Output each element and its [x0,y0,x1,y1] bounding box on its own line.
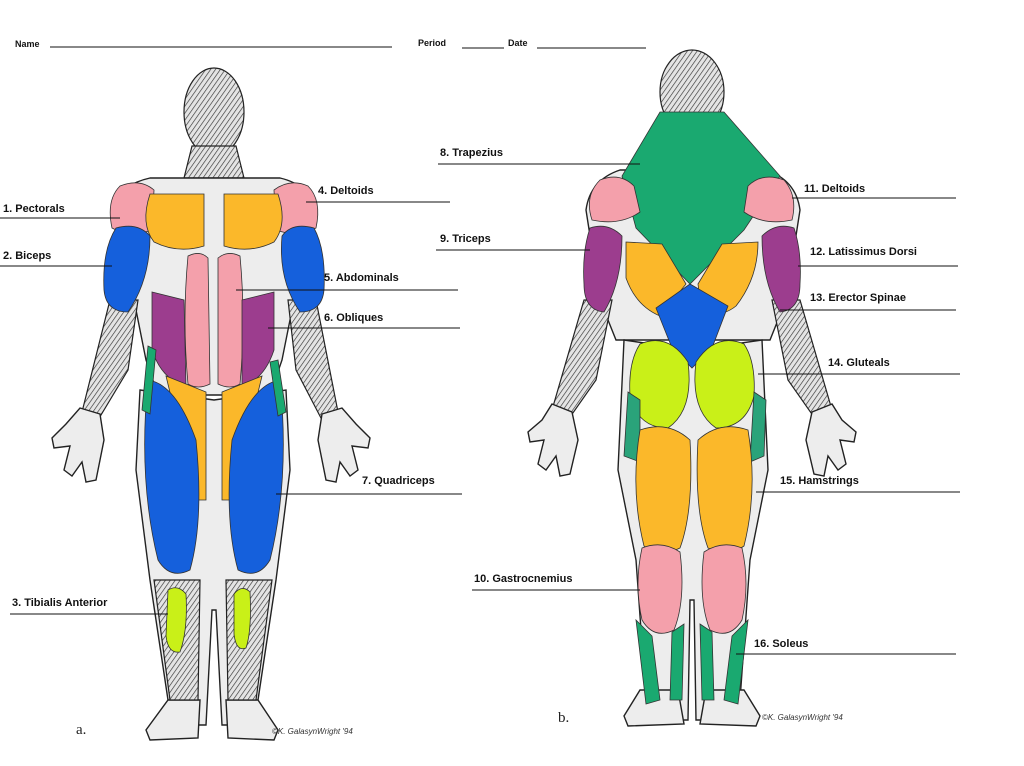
label-deltoids-front: 4. Deltoids [318,185,374,197]
label-abdominals: 5. Abdominals [324,272,399,284]
front-sartorius-left [141,345,157,415]
back-deltoid-left [588,176,641,223]
figure-letter-b: b. [558,710,569,726]
front-quad-right [228,379,284,574]
label-biceps: 2. Biceps [3,250,51,262]
back-labels: 8. Trapezius 9. Triceps 10. Gastrocnemiu… [436,147,960,655]
front-left-forearm [81,299,139,421]
back-triceps-left [583,225,623,313]
name-label: Name [15,39,40,49]
front-abdominal-left [184,253,211,388]
back-gastrocnemius-right [701,544,747,634]
label-soleus: 16. Soleus [754,638,808,650]
front-left-hand [51,407,105,483]
copyright-front: ©K. GalasynWright '94 [272,727,353,736]
back-left-hand [527,403,579,477]
back-gastrocnemius-left [637,544,683,634]
back-triceps-right [761,225,801,313]
front-labels: 1. Pectorals 2. Biceps 3. Tibialis Anter… [0,185,462,615]
front-abdominal-right [217,253,244,388]
label-tibialis: 3. Tibialis Anterior [12,597,108,609]
back-hamstring-right [696,426,753,553]
back-muscles [583,111,801,705]
back-soleus-left-inner [669,623,685,701]
front-sartorius-right [269,359,287,417]
front-biceps-left [103,225,151,313]
figure-letter-a: a. [76,722,86,738]
front-tibialis-left [165,587,187,653]
front-quad-left [144,379,200,574]
back-deltoid-right [743,176,795,223]
label-deltoids-back: 11. Deltoids [804,183,865,195]
back-figure: 8. Trapezius 9. Triceps 10. Gastrocnemiu… [436,49,960,727]
front-left-foot [145,699,201,741]
front-deltoid-right [223,193,283,250]
label-gastrocnemius: 10. Gastrocnemius [474,573,572,585]
label-gluteals: 14. Gluteals [828,357,890,369]
back-hamstring-left [635,426,692,553]
back-soleus-right [723,618,749,705]
front-muscles [103,182,325,653]
copyright-back: ©K. GalasynWright '94 [762,713,843,722]
label-latissimus: 12. Latissimus Dorsi [810,246,917,258]
period-label: Period [418,38,446,48]
back-right-hand [805,403,857,477]
back-soleus-left [635,618,661,705]
label-obliques: 6. Obliques [324,312,383,324]
label-triceps: 9. Triceps [440,233,491,245]
back-gluteal-right [694,340,755,429]
front-head [183,67,245,157]
label-trapezius: 8. Trapezius [440,147,503,159]
label-quadriceps: 7. Quadriceps [362,475,435,487]
label-pectorals: 1. Pectorals [3,203,65,215]
front-deltoid-left [145,193,205,250]
label-hamstrings: 15. Hamstrings [780,475,859,487]
back-right-forearm [771,299,833,421]
worksheet-header: Name Period Date [15,38,646,49]
back-left-forearm [551,299,613,421]
front-right-foot [225,699,279,741]
front-right-hand [317,407,371,483]
label-erector: 13. Erector Spinae [810,292,906,304]
front-figure: 1. Pectorals 2. Biceps 3. Tibialis Anter… [0,67,462,741]
back-glute-side-right [749,391,767,463]
front-tibialis-right [233,588,251,650]
front-neck [183,145,245,179]
back-soleus-right-inner [699,623,715,701]
date-label: Date [508,38,528,48]
